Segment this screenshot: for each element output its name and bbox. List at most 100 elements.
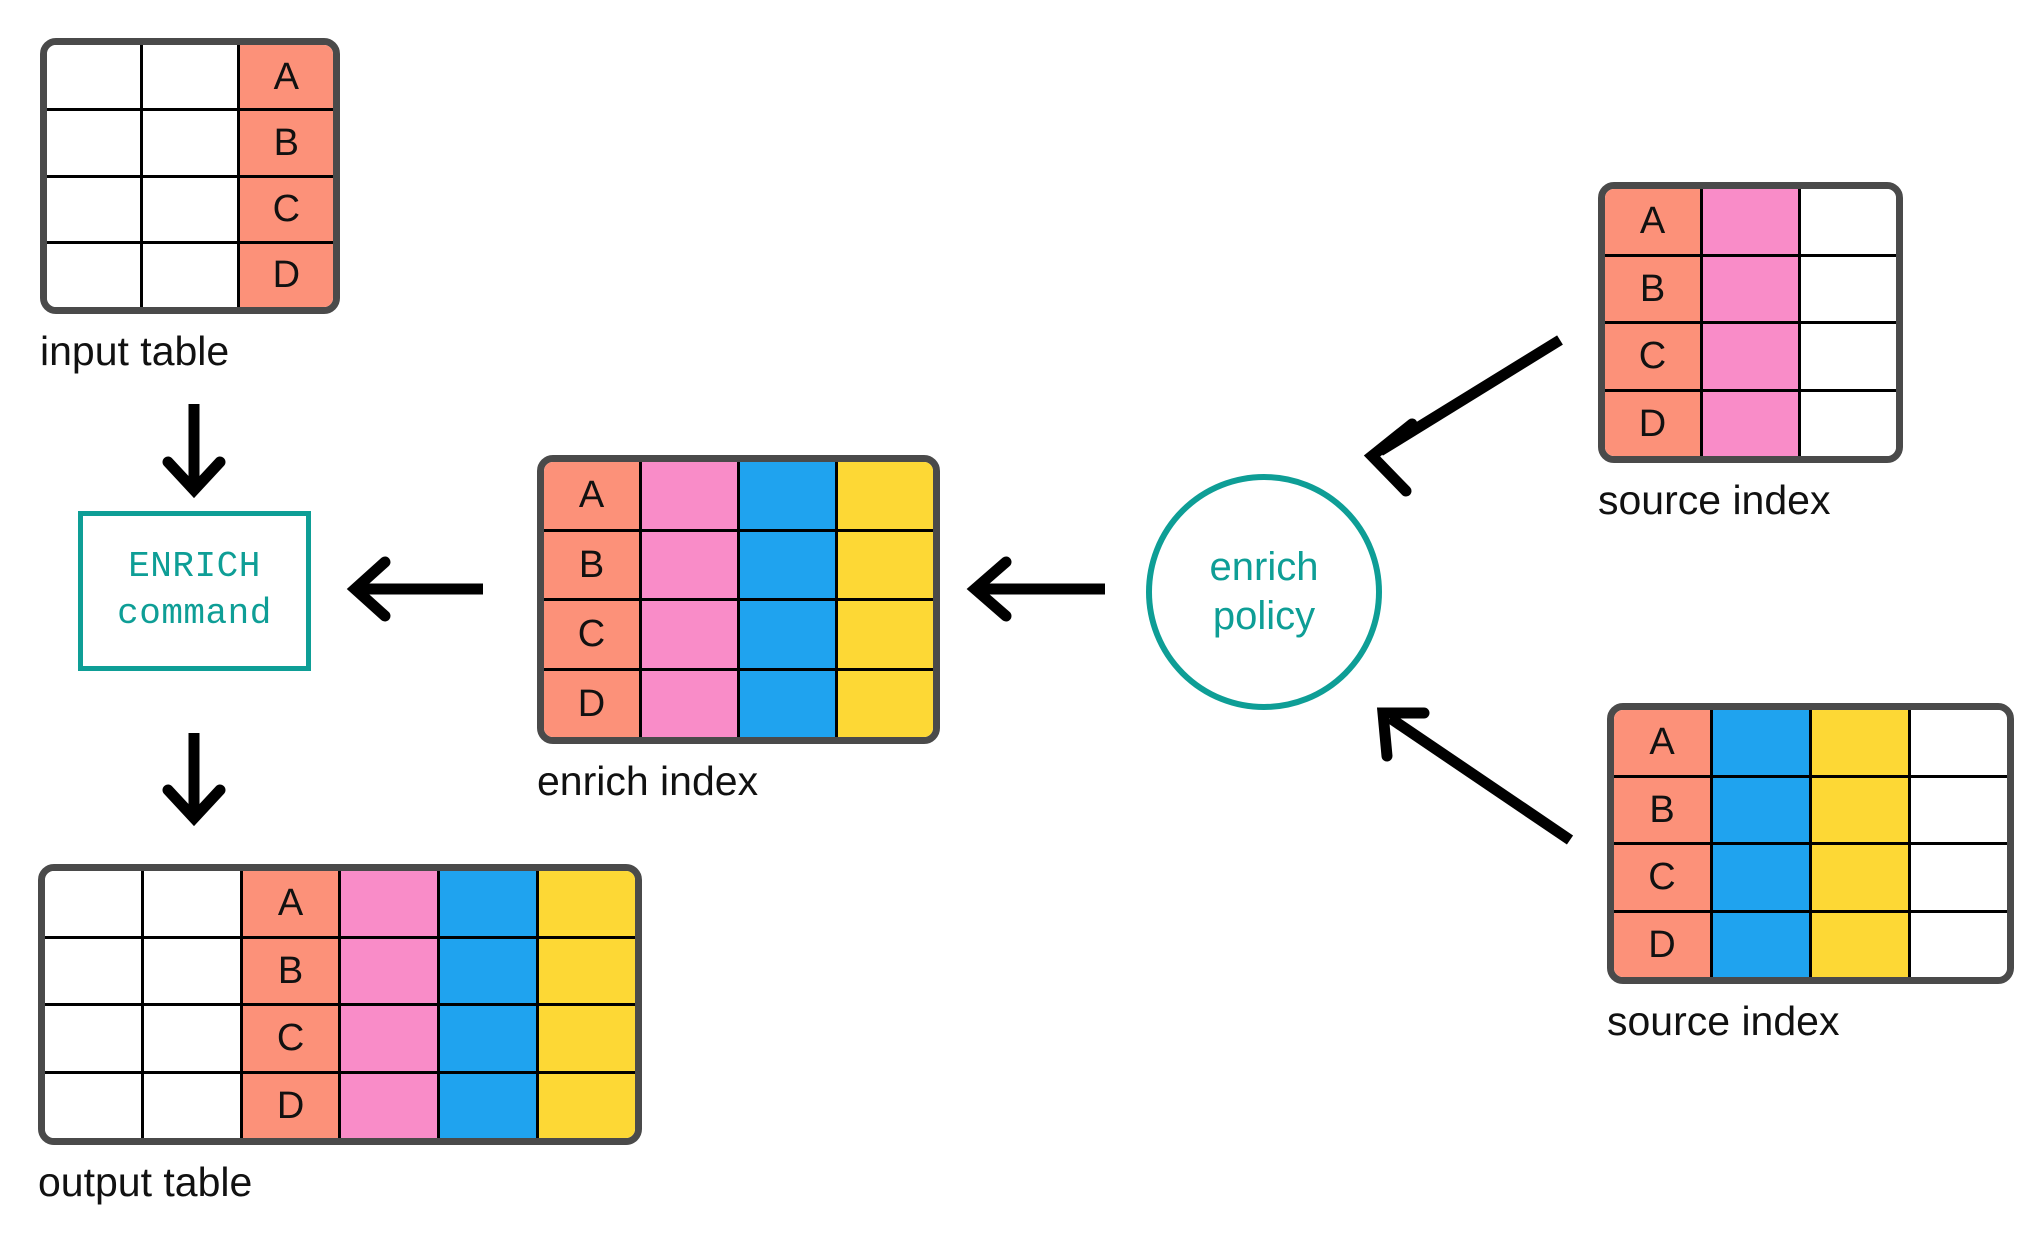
output-table-cell: D [239,1073,339,1138]
source-index-bottom-cell [1809,845,1908,910]
source-index-top-cell: D [1605,391,1700,456]
input-table-row: A [47,45,333,109]
source-index-bottom-row: A [1614,710,2007,775]
source-index-bottom-cell [1908,912,2007,977]
output-table-cell: B [239,938,339,1003]
enrich-index-cell [639,462,737,529]
source-index-bottom-key-label: A [1649,721,1675,764]
enrich-index-cell [835,670,933,737]
output-table-cell [140,938,240,1003]
input-table-caption: input table [40,328,230,374]
input-table-cell [47,111,141,175]
source-index-top-key-label: C [1638,335,1667,378]
source-index-top-row: B [1605,253,1896,321]
enrich-index-cell [639,531,737,598]
enrich-index-row: C [544,598,933,668]
source-index-top-cell [1700,256,1798,321]
source-index-bottom-key-label: C [1648,856,1676,899]
enrich-index-cell [639,601,737,668]
source-index-bottom-cell [1710,777,1809,842]
input-table-row: B [47,108,333,175]
output-table-cell [437,1006,537,1071]
source-index-bottom-cell: C [1614,845,1710,910]
input-table-cell: B [236,111,333,175]
enrich-index-caption: enrich index [537,758,759,804]
output-table-cell: C [239,1006,339,1071]
enrich-index-key-label: B [578,543,605,586]
source-index-bottom-cell: B [1614,777,1710,842]
source-index-top-cell: A [1605,189,1700,254]
enrich-index-cell [737,670,835,737]
enrich-index-cell: D [544,670,639,737]
input-table-cell: C [236,177,333,241]
enrich-index-cell: C [544,601,639,668]
output-table-cell [338,938,438,1003]
source-index-bottom-cell [1908,777,2007,842]
output-table-cell [45,871,141,936]
output-table-cell [338,1006,438,1071]
input-table-row: D [47,240,333,307]
source-index-top-cell [1798,189,1896,254]
output-table-key-label: D [276,1084,305,1127]
source-index-top-row: A [1605,189,1896,254]
source-index-top-cell [1798,256,1896,321]
output-table-cell [140,1073,240,1138]
source-index-top-cell: C [1605,324,1700,389]
source-index-bottom-cell [1710,912,1809,977]
input-table-cell [140,177,237,241]
input-table-cell [47,45,141,109]
source-index-top-key-label: D [1638,402,1667,445]
source-index-bottom-cell: A [1614,710,1710,775]
source-index-bottom-row: B [1614,774,2007,842]
input-table-cell [140,243,237,307]
source-index-top-row: D [1605,388,1896,456]
output-table-cell [437,871,537,936]
enrich-index-cell [835,462,933,529]
output-table-caption: output table [38,1159,253,1205]
source-index-bottom-cell [1809,777,1908,842]
source-index-top-key-label: A [1639,200,1666,243]
enrich-index-row: D [544,667,933,737]
source-index-bottom-key-label: B [1649,788,1675,831]
source-index-bottom-cell [1809,912,1908,977]
output-table-cell [140,1006,240,1071]
input-table-key-label: D [272,254,301,297]
output-table-cell [536,1006,635,1071]
output-table-cell [437,938,537,1003]
input-table-key-label: C [272,188,301,231]
enrich-index-cell [835,531,933,598]
source-index-top-cell [1700,391,1798,456]
input-table-cell: D [236,243,333,307]
source-index-bottom-key-label: D [1648,923,1676,966]
enrich-command-line-1: ENRICH [128,546,261,588]
enrich-index-row: B [544,528,933,598]
output-table-row: C [45,1003,635,1071]
enrich-index-key-label: C [577,613,606,656]
enrich-index-cell: B [544,531,639,598]
enrich-index-cell [737,462,835,529]
output-table-cell [338,1073,438,1138]
enrich-index-key-label: D [577,682,606,725]
enrich-index-row: A [544,462,933,529]
source-index-top-cell: B [1605,256,1700,321]
enrich-command-box[interactable]: ENRICH command [78,511,311,671]
output-table-cell [45,938,141,1003]
source-index-top-cell [1700,324,1798,389]
source-index-top-cell [1798,391,1896,456]
enrich-index-cell [737,531,835,598]
source-index-top-cell [1700,189,1798,254]
enrich-index-cell: A [544,462,639,529]
enrich-index-cell [639,670,737,737]
source-index-bottom-cell [1908,710,2007,775]
enrich-policy-circle[interactable]: enrich policy [1146,474,1382,710]
source-index-top-cell [1798,324,1896,389]
output-table-row: D [45,1070,635,1138]
